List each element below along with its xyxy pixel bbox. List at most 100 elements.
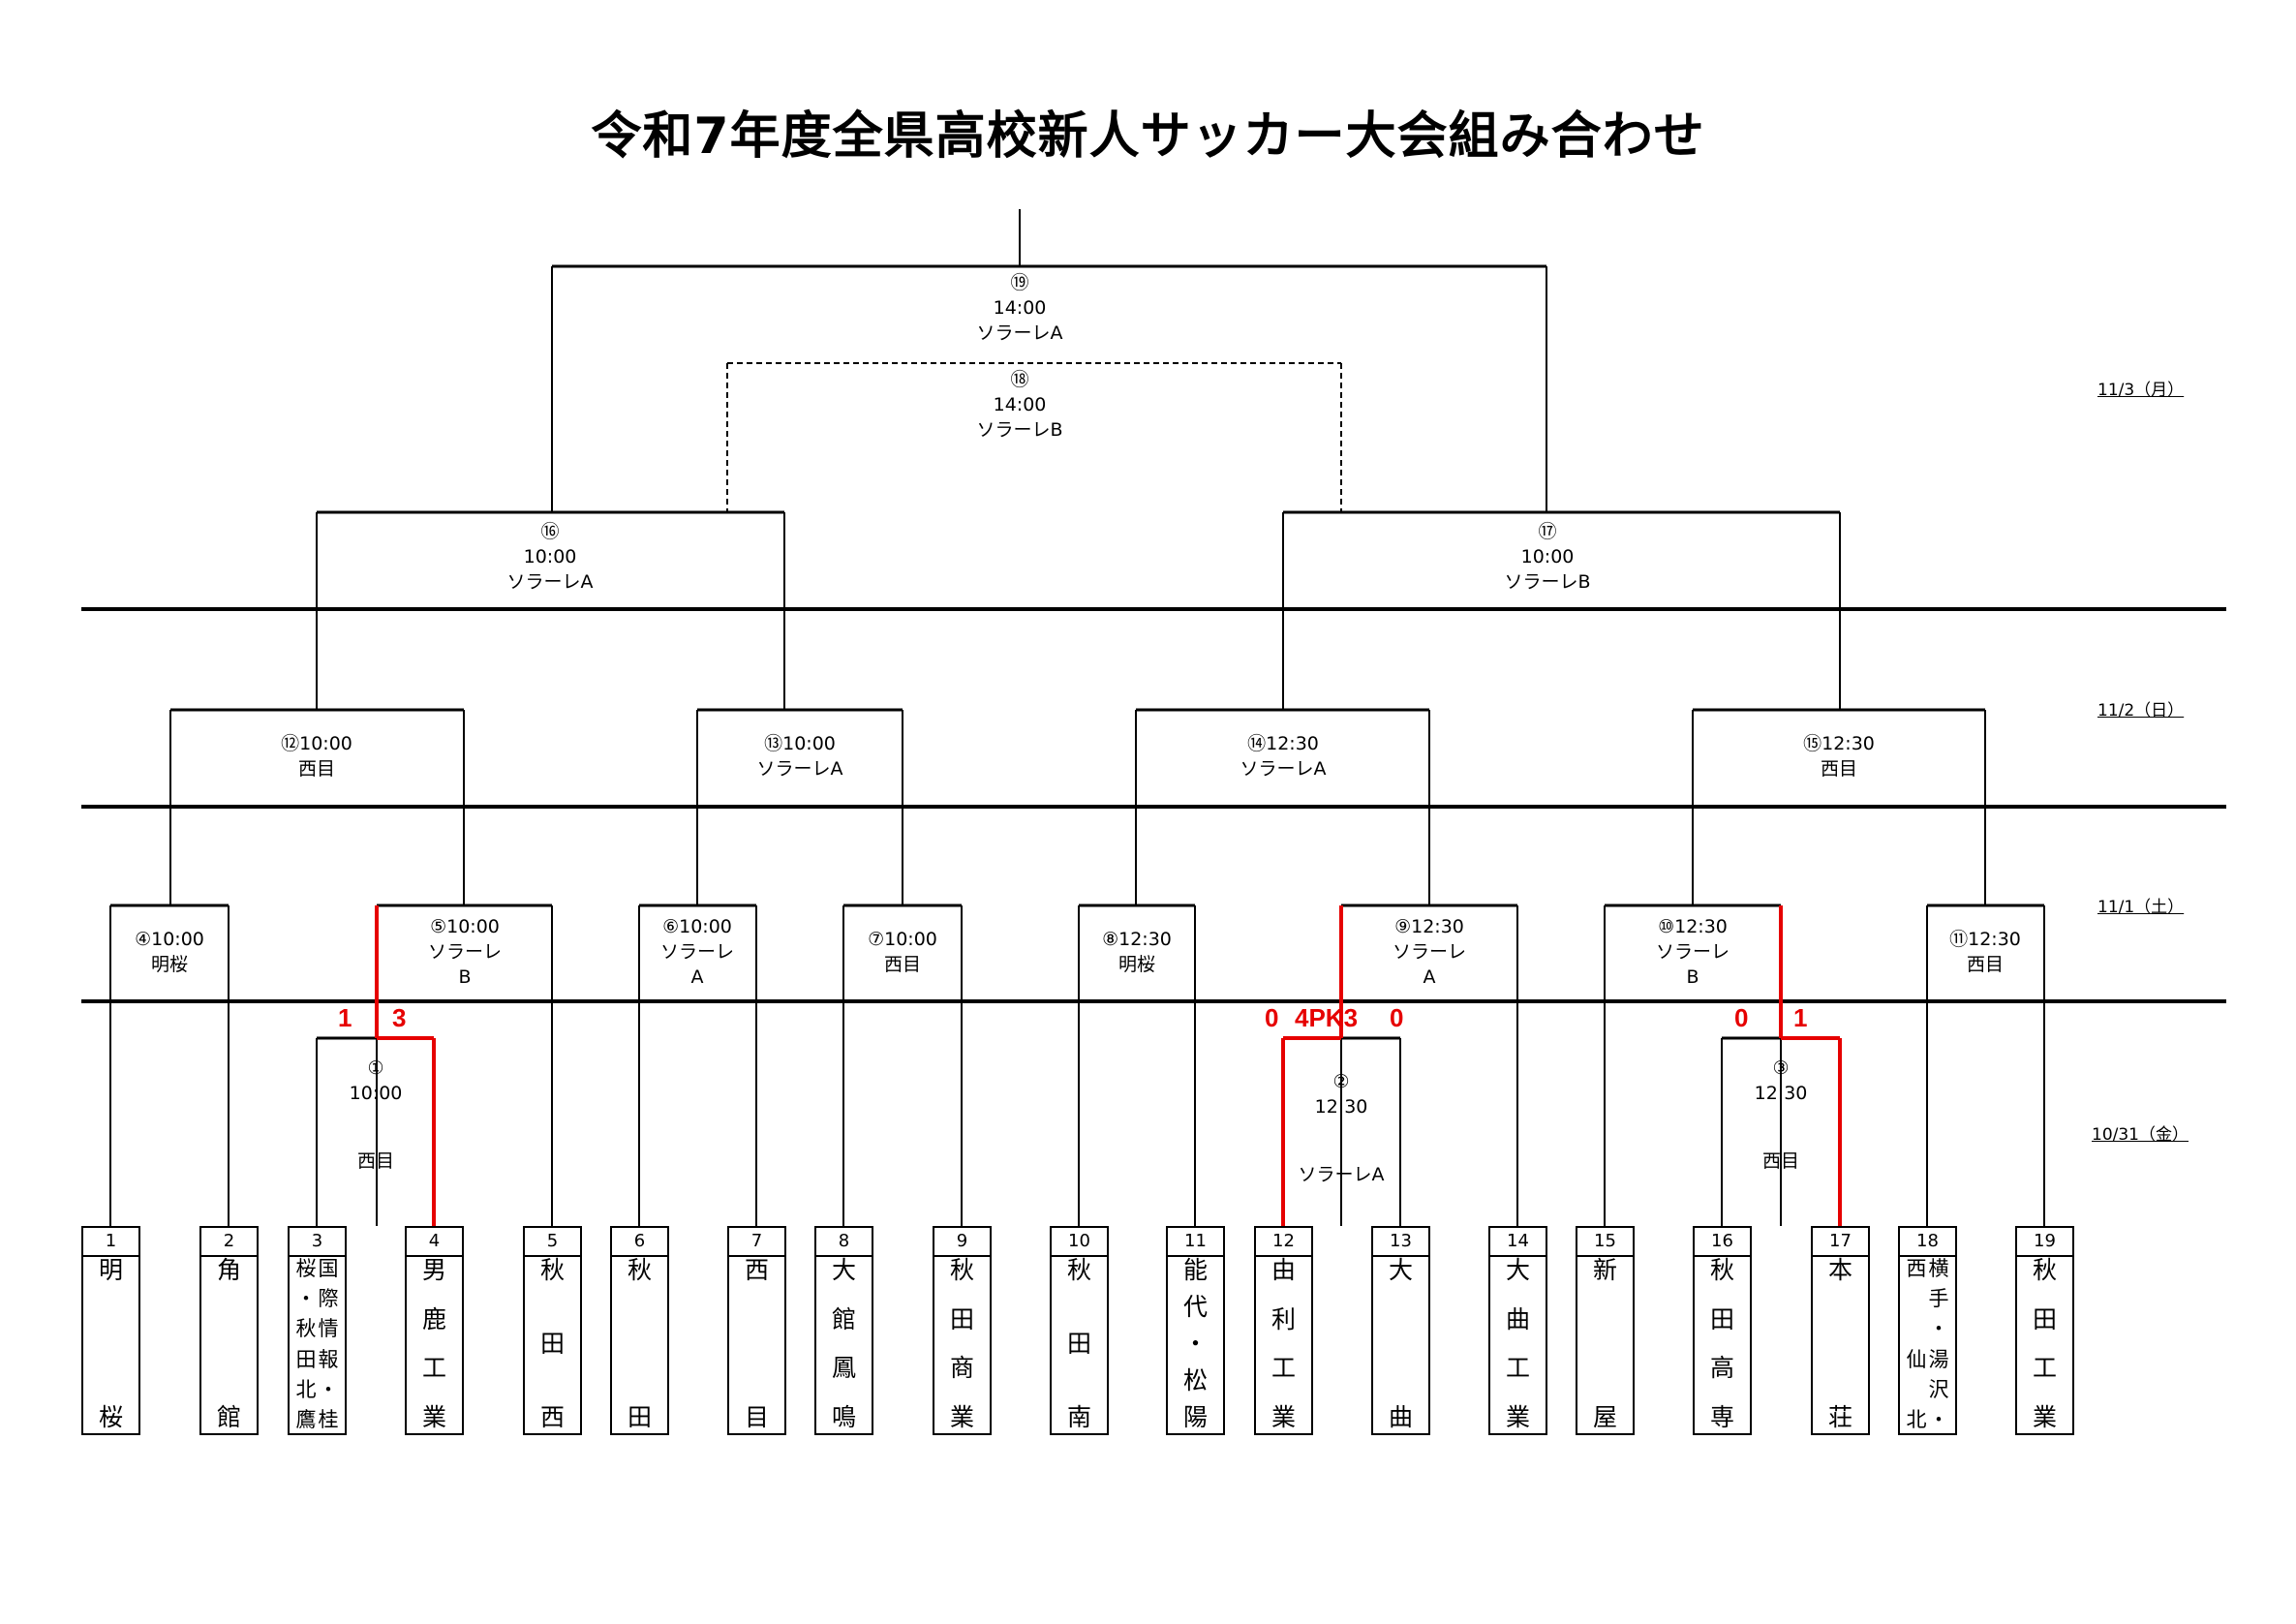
team-name-char	[549, 1294, 557, 1321]
team-name-char: 鳴	[831, 1402, 856, 1431]
team-name-char: 由	[1270, 1256, 1296, 1284]
team-name-char: 西	[744, 1256, 769, 1284]
match-number: ⑥10:00	[662, 916, 732, 937]
match-info: ソラーレA	[1240, 758, 1327, 780]
team-name-char: 手	[1928, 1287, 1949, 1311]
team-name: 新 屋	[1577, 1257, 1633, 1431]
team-name: 由利工業	[1256, 1257, 1311, 1431]
team-number: 12	[1256, 1228, 1311, 1257]
team-name-column: 秋田商業	[950, 1257, 974, 1431]
match-info: 西目	[297, 758, 335, 780]
team-name-char: 国	[318, 1257, 339, 1280]
team-name-char: 屋	[1592, 1403, 1617, 1431]
team-name-char: 専	[1709, 1402, 1734, 1431]
team-name-char	[1076, 1367, 1084, 1394]
team-name-column: 横手・湯沢・	[1929, 1257, 1949, 1431]
score-match-2-left: 0	[1265, 1003, 1279, 1032]
team-name: 角 館	[201, 1257, 257, 1431]
team-name-char	[636, 1367, 644, 1394]
team-number: 7	[729, 1228, 784, 1257]
team-name-char: 本	[1827, 1256, 1852, 1284]
team-number: 6	[612, 1228, 667, 1257]
team-name-char: 業	[1270, 1402, 1296, 1431]
team-name: 秋 田 西	[525, 1257, 580, 1431]
match-number: ⑤10:00	[430, 916, 500, 937]
match-info: ソラーレA	[1298, 1164, 1385, 1185]
match-info: ソラーレ	[659, 941, 734, 963]
match-info: 14:00	[993, 394, 1047, 415]
team-name-column: 本 荘	[1828, 1257, 1852, 1431]
team-name-char: 西	[1906, 1257, 1927, 1280]
team-name: 桜・秋田北鷹国際情報・桂	[290, 1257, 345, 1431]
team-name-char: 工	[1505, 1354, 1530, 1383]
team-name-char: 大	[1388, 1256, 1413, 1284]
team-name-char	[226, 1367, 233, 1394]
team-name: 大館鳳鳴	[816, 1257, 872, 1431]
team-name-char: 情	[318, 1317, 339, 1341]
team-name-char: 田	[539, 1330, 565, 1358]
team-name-char: 能	[1182, 1256, 1208, 1284]
score-match-3-left: 0	[1734, 1003, 1749, 1032]
team-name-char	[1602, 1331, 1609, 1358]
team-name-char: 秋	[539, 1256, 565, 1284]
team-name-column: 西 目	[745, 1257, 769, 1431]
match-number: ⑬10:00	[764, 733, 836, 754]
day-label-11-1: 11/1（土）	[2097, 898, 2185, 917]
team-name-char	[1602, 1294, 1609, 1321]
team-number: 16	[1695, 1228, 1750, 1257]
team-name-char: ・	[1928, 1407, 1949, 1431]
team-name-char: 田	[1066, 1330, 1091, 1358]
match-info: 14:00	[993, 297, 1047, 319]
team-name-column: 明 桜	[99, 1257, 123, 1431]
day-label-10-31: 10/31（金）	[2092, 1125, 2189, 1145]
match-info: ソラーレB	[1504, 571, 1591, 593]
team-name: 西 目	[729, 1257, 784, 1431]
team-name-column: 国際情報・桂	[319, 1257, 339, 1431]
team-name-char	[1397, 1331, 1405, 1358]
team-name-char	[636, 1294, 644, 1321]
team-name-char: 西	[539, 1403, 565, 1431]
team-name-char: 鹿	[421, 1304, 446, 1333]
team-name: 秋田高専	[1695, 1257, 1750, 1431]
team-name-char: ・	[295, 1287, 317, 1311]
team-name-char: 仙	[1906, 1347, 1927, 1371]
match-info: ソラーレB	[976, 419, 1063, 441]
team-name-char	[1837, 1294, 1845, 1321]
team-name-char: 際	[318, 1287, 339, 1311]
match-info: 明桜	[150, 954, 188, 975]
team-name-char: 田	[627, 1403, 652, 1431]
team-name-char: 秋	[1066, 1256, 1091, 1284]
team-number: 3	[290, 1228, 345, 1257]
team-name-char: 田	[949, 1304, 974, 1333]
day-label-11-2: 11/2（日）	[2097, 701, 2185, 720]
team-name-char: 北	[295, 1377, 317, 1401]
match-info: 明桜	[1117, 954, 1155, 975]
team-name-char: 陽	[1182, 1403, 1208, 1431]
team-name-char: 秋	[627, 1256, 652, 1284]
team-name-column: 能代・松陽	[1183, 1257, 1208, 1431]
team-name-char: 館	[216, 1403, 241, 1431]
match-info: 西目	[883, 954, 921, 975]
match-info: ソラーレ	[427, 941, 502, 963]
team-name-char	[1837, 1331, 1845, 1358]
match-number: ③	[1772, 1057, 1790, 1079]
team-name-column: 西 仙 北	[1907, 1257, 1927, 1431]
team-name-char: 湯	[1928, 1347, 1949, 1371]
team-name-char: 桜	[295, 1257, 317, 1280]
score-match-1-right: 3	[392, 1003, 407, 1032]
team-name-char: 秋	[949, 1256, 974, 1284]
